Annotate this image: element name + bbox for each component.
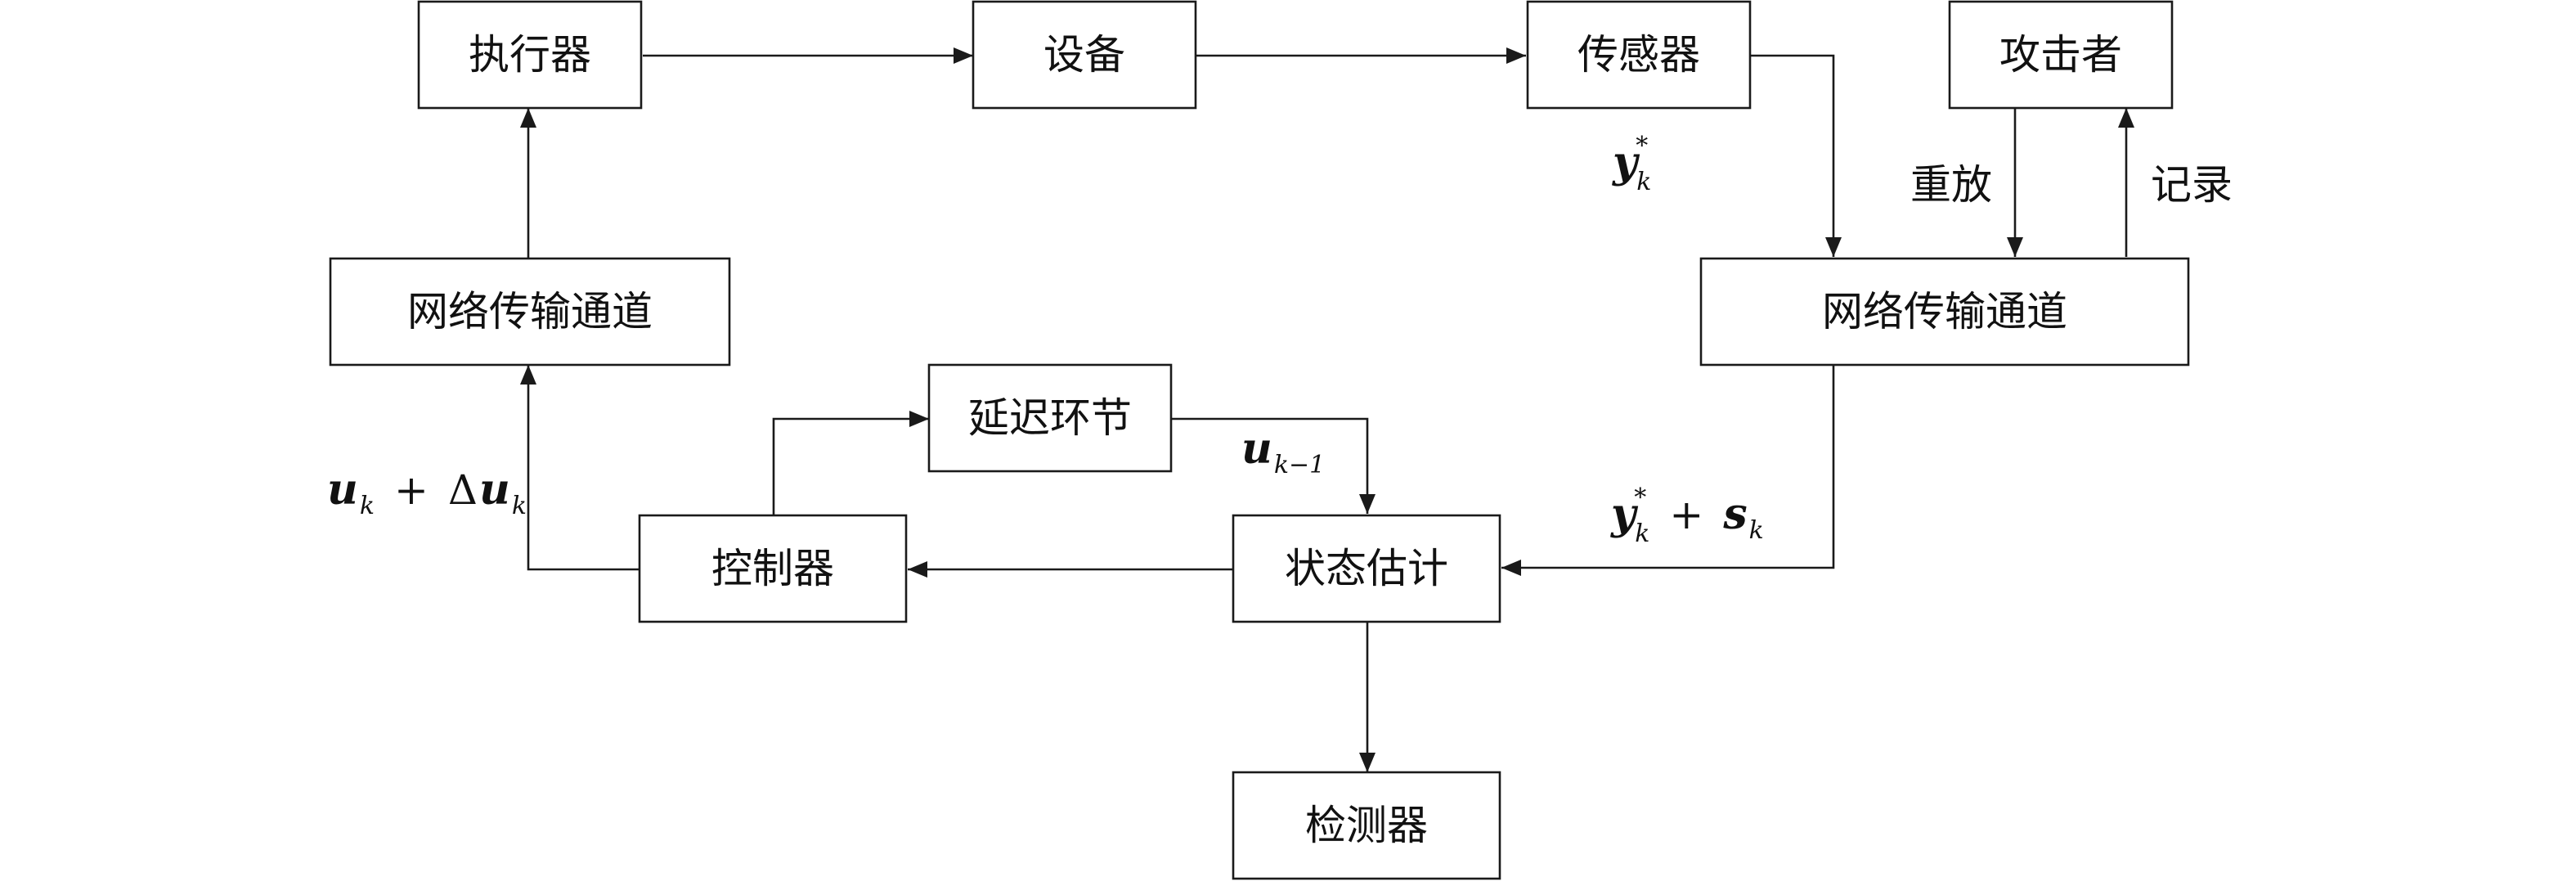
controller-to-network-arrow	[520, 365, 640, 571]
sensor-to-network-arrow	[1750, 54, 1842, 257]
sensor-label: 传感器	[1577, 31, 1700, 79]
controller-to-delay-arrow	[772, 411, 929, 515]
plant-block: 设备	[972, 0, 1197, 110]
record-label: 记录	[2151, 161, 2233, 209]
network-left-block: 网络传输通道	[329, 257, 731, 367]
detector-label: 检测器	[1305, 802, 1428, 849]
previous-control-signal: uk−1	[1241, 424, 1325, 479]
control-output-signal: uk+Δuk	[327, 465, 527, 520]
estimator-block: 状态估计	[1232, 514, 1501, 623]
sensor-block: 传感器	[1526, 0, 1752, 110]
plant-label: 设备	[1043, 31, 1125, 79]
actuator-label: 执行器	[469, 31, 591, 79]
received-measurement-signal: y*k+sk	[1610, 483, 1764, 548]
attacker-block: 攻击者	[1948, 0, 2174, 110]
network-right-block: 网络传输通道	[1699, 257, 2190, 367]
controller-label: 控制器	[711, 545, 834, 592]
actuator-block: 执行器	[417, 0, 643, 110]
attacker-label: 攻击者	[1999, 31, 2122, 79]
network-right-label: 网络传输通道	[1822, 288, 2067, 335]
estimator-label: 状态估计	[1285, 545, 1448, 592]
delay-label: 延迟环节	[968, 394, 1132, 442]
delay-block: 延迟环节	[927, 363, 1173, 473]
delay-to-estimator-arrow	[1171, 417, 1376, 514]
network-left-label: 网络传输通道	[407, 288, 653, 335]
controller-block: 控制器	[638, 514, 908, 623]
sensor-output-signal: y*k	[1612, 132, 1651, 196]
connections	[520, 47, 2134, 772]
replay-label: 重放	[1910, 161, 1992, 209]
network-to-estimator-arrow	[1501, 365, 1835, 576]
detector-block: 检测器	[1232, 771, 1501, 880]
